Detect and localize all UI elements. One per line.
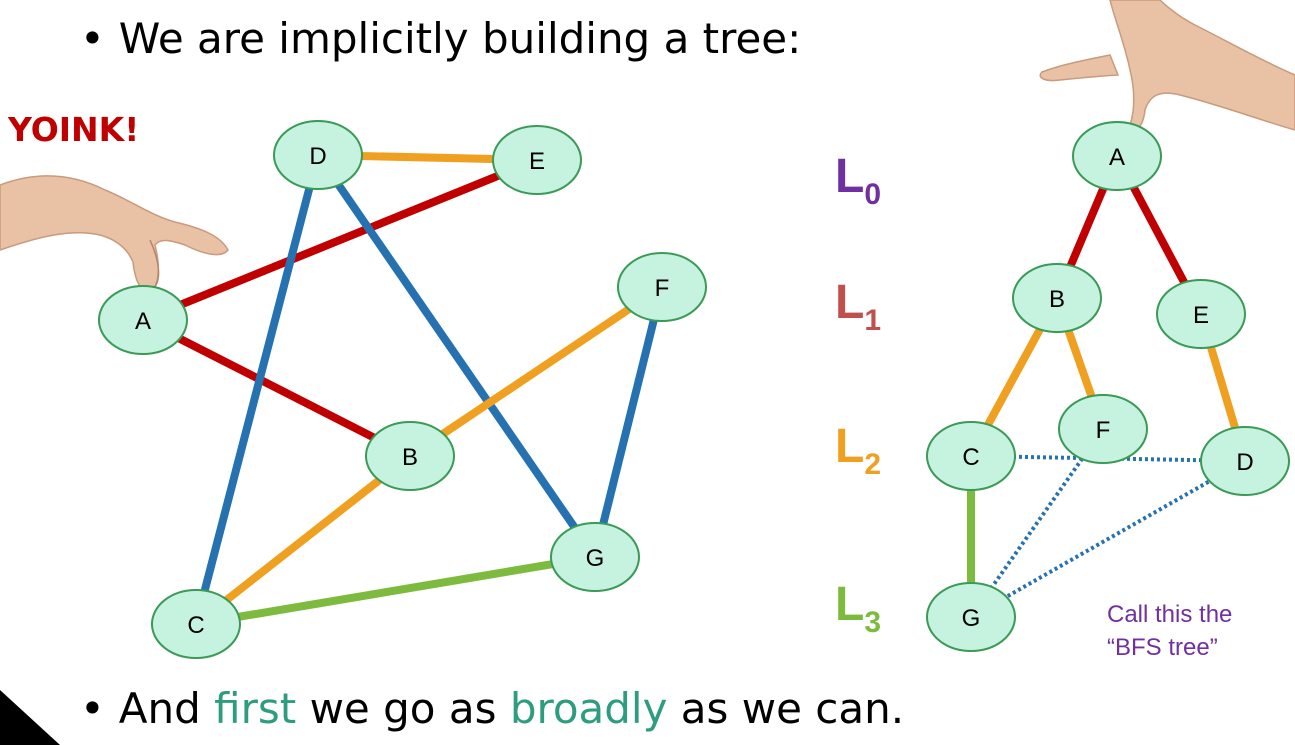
graph-edge-d-g xyxy=(314,152,599,560)
svg-text:D: D xyxy=(1236,449,1253,476)
tree-node-g: G xyxy=(926,582,1016,652)
bottom-text-broadly: broadly xyxy=(509,684,668,733)
level-label-2: L2 xyxy=(835,420,881,481)
tree-nodes: A B E C F D G xyxy=(926,121,1290,652)
svg-text:A: A xyxy=(135,308,151,335)
svg-text:E: E xyxy=(1193,302,1209,329)
svg-text:B: B xyxy=(402,444,418,471)
tree-node-c: C xyxy=(926,421,1016,491)
bottom-text-1: And xyxy=(118,684,215,733)
svg-text:F: F xyxy=(1096,417,1111,444)
graph-node-f: F xyxy=(617,252,707,322)
tree-node-a: A xyxy=(1072,121,1162,191)
tree-edge-c-d xyxy=(970,454,1246,463)
graph-node-e: E xyxy=(492,125,582,195)
graph-edge-f-g xyxy=(591,286,666,558)
bottom-text-2: we go as xyxy=(296,684,510,733)
svg-text:F: F xyxy=(655,275,670,302)
svg-text:D: D xyxy=(309,143,326,170)
level-label-1: L1 xyxy=(835,276,881,337)
graph-edge-a-b xyxy=(141,316,412,460)
svg-text:E: E xyxy=(529,148,545,175)
tree-edges xyxy=(967,154,1249,619)
top-bullet-text: We are implicitly building a tree: xyxy=(118,14,802,63)
tree-node-e: E xyxy=(1156,279,1246,349)
graph-node-c: C xyxy=(151,589,241,659)
graph-edge-a-e xyxy=(141,156,539,324)
graph-edge-b-c xyxy=(193,452,413,628)
graph-node-d: D xyxy=(273,120,363,190)
bullet-dot: • xyxy=(80,684,105,733)
graph-edge-b-f xyxy=(407,283,665,460)
svg-text:G: G xyxy=(586,545,605,572)
graph-edge-d-c xyxy=(192,153,322,626)
level-label-3: L3 xyxy=(835,578,881,639)
tree-node-f: F xyxy=(1058,394,1148,464)
tree-node-b: B xyxy=(1012,263,1102,333)
graph-nodes: D E A F B G C xyxy=(98,120,707,659)
bullet-dot: • xyxy=(80,14,105,63)
graph-edges xyxy=(141,151,666,628)
graph-node-b: B xyxy=(365,421,455,491)
yoink-label: YOINK! xyxy=(8,110,140,149)
tree-edge-d-g xyxy=(970,459,1246,619)
svg-text:B: B xyxy=(1049,286,1065,313)
graph-edge-c-g xyxy=(195,553,596,628)
graph-node-a: A xyxy=(98,285,188,355)
svg-text:C: C xyxy=(187,612,204,639)
bottom-text-first: first xyxy=(214,684,297,733)
bottom-text-3: as we can. xyxy=(667,684,905,733)
corner-triangle xyxy=(0,690,60,745)
caption-line-2: “BFS tree” xyxy=(1107,634,1218,661)
level-label-0: L0 xyxy=(835,150,881,211)
left-hand-illustration xyxy=(0,175,229,293)
bottom-bullet: • And first we go as broadly as we can. xyxy=(80,684,904,733)
top-bullet: • We are implicitly building a tree: xyxy=(80,14,801,63)
tree-edge-f-g xyxy=(969,427,1105,619)
graph-node-g: G xyxy=(550,522,640,592)
svg-text:G: G xyxy=(962,605,981,632)
bfs-tree-caption: Call this the “BFS tree” xyxy=(1107,598,1232,664)
tree-node-d: D xyxy=(1200,426,1290,496)
svg-text:C: C xyxy=(962,444,979,471)
right-hand-illustration xyxy=(1039,0,1295,131)
caption-line-1: Call this the xyxy=(1107,601,1233,628)
svg-text:A: A xyxy=(1109,144,1125,171)
